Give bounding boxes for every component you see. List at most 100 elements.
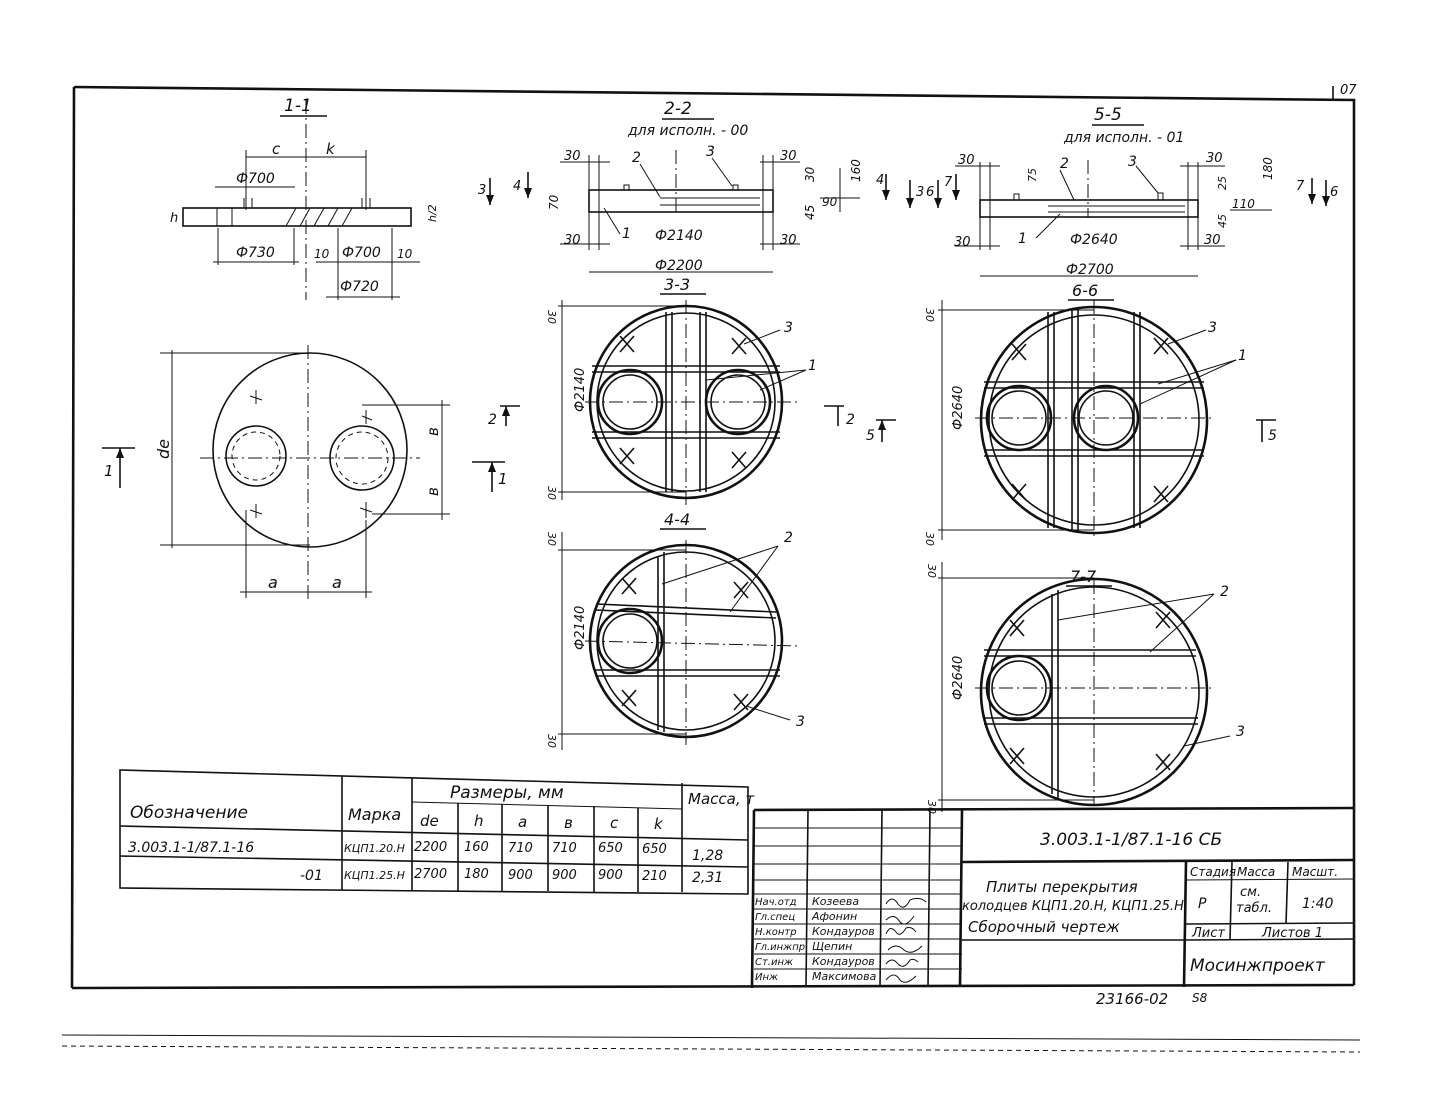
svg-text:для исполн. - 01: для исполн. - 01 — [1063, 130, 1184, 146]
svg-text:2: 2 — [632, 150, 641, 166]
svg-text:30: 30 — [780, 149, 797, 164]
svg-text:650: 650 — [642, 842, 667, 857]
svg-text:Масса, т: Масса, т — [688, 790, 755, 808]
trim-line — [61, 1045, 1361, 1053]
svg-text:Ф2640: Ф2640 — [1070, 232, 1118, 248]
svg-text:30: 30 — [545, 310, 558, 324]
plan-view: de в в a a 1 1 — [102, 345, 508, 600]
svg-text:Ф2640: Ф2640 — [951, 386, 966, 430]
svg-text:h/2: h/2 — [426, 204, 439, 222]
svg-text:Щепин: Щепин — [812, 940, 852, 953]
svg-text:3: 3 — [916, 185, 924, 200]
svg-text:Кондауров: Кондауров — [812, 955, 875, 968]
svg-text:30: 30 — [780, 233, 797, 248]
section-1-1: 1-1 c k Ф700 h h/2 Ф730 10 Ф700 — [170, 96, 439, 300]
svg-text:Обозначение: Обозначение — [130, 803, 248, 823]
svg-text:30: 30 — [564, 233, 581, 248]
frame-border — [73, 85, 1356, 985]
svg-text:180: 180 — [1261, 157, 1275, 180]
svg-text:90: 90 — [822, 195, 838, 209]
svg-text:6: 6 — [1330, 185, 1338, 200]
svg-text:180: 180 — [464, 867, 489, 882]
svg-text:160: 160 — [464, 840, 489, 855]
svg-text:Кондауров: Кондауров — [812, 925, 875, 938]
svg-text:3: 3 — [706, 144, 715, 160]
signatures — [885, 897, 927, 983]
svg-text:Лист: Лист — [1191, 926, 1225, 941]
svg-text:30: 30 — [545, 734, 558, 748]
inventory-number: 23166-02 — [1096, 990, 1168, 1008]
svg-text:1: 1 — [1238, 348, 1247, 364]
svg-text:Ф2140: Ф2140 — [655, 228, 703, 244]
svg-text:a: a — [268, 573, 278, 592]
svg-text:2: 2 — [1220, 584, 1229, 600]
svg-text:c: c — [272, 140, 281, 158]
svg-text:30: 30 — [545, 532, 558, 546]
svg-text:650: 650 — [598, 841, 623, 856]
svg-text:900: 900 — [552, 868, 577, 883]
svg-text:Нач.отд: Нач.отд — [755, 897, 797, 908]
svg-text:Плиты перекрытия: Плиты перекрытия — [986, 878, 1138, 896]
svg-text:3.003.1-1/87.1-16 СБ: 3.003.1-1/87.1-16 СБ — [1040, 830, 1222, 850]
svg-text:30: 30 — [1206, 151, 1223, 166]
svg-text:2: 2 — [846, 412, 855, 428]
svg-text:30: 30 — [545, 486, 558, 500]
svg-text:900: 900 — [598, 868, 623, 883]
svg-text:210: 210 — [642, 869, 667, 884]
svg-text:de: de — [154, 439, 173, 459]
svg-text:5: 5 — [1268, 428, 1277, 444]
svg-text:1: 1 — [808, 358, 817, 374]
svg-text:3: 3 — [1236, 724, 1245, 740]
corner-mark: 07 — [1340, 83, 1357, 98]
svg-text:Масса: Масса — [1237, 865, 1275, 879]
svg-text:1: 1 — [622, 226, 631, 242]
svg-text:30: 30 — [925, 800, 938, 814]
svg-text:7: 7 — [944, 175, 953, 190]
svg-text:5: 5 — [866, 428, 875, 444]
svg-text:Ф700: Ф700 — [342, 245, 381, 261]
svg-text:1: 1 — [1018, 231, 1027, 247]
svg-text:30: 30 — [954, 235, 971, 250]
svg-text:Ф700: Ф700 — [236, 171, 275, 187]
svg-text:a: a — [332, 573, 342, 592]
svg-text:6-6: 6-6 — [1072, 281, 1098, 300]
svg-text:Афонин: Афонин — [811, 910, 857, 923]
svg-text:30: 30 — [803, 166, 817, 182]
frame-border — [71, 983, 1355, 990]
svg-text:Р: Р — [1198, 896, 1207, 912]
svg-text:3.003.1-1/87.1-16: 3.003.1-1/87.1-16 — [128, 840, 254, 856]
section-5-5: 5-5 для исполн. - 01 30 30 30 30 75 25 4… — [876, 105, 1338, 278]
svg-text:45: 45 — [803, 205, 817, 220]
svg-text:1:40: 1:40 — [1302, 896, 1334, 912]
svg-text:Мосинжпроект: Мосинжпроект — [1190, 956, 1326, 976]
trim-line — [61, 1034, 1361, 1041]
svg-text:75: 75 — [1026, 168, 1039, 182]
svg-text:для исполн. - 00: для исполн. - 00 — [627, 123, 748, 139]
svg-text:Н.контр: Н.контр — [755, 927, 797, 938]
svg-text:30: 30 — [923, 308, 936, 322]
svg-text:3: 3 — [1128, 154, 1137, 170]
svg-text:710: 710 — [552, 841, 577, 856]
svg-text:Размеры, мм: Размеры, мм — [450, 783, 564, 803]
svg-text:4: 4 — [876, 173, 884, 188]
svg-text:6: 6 — [926, 185, 934, 200]
svg-text:70: 70 — [547, 194, 561, 210]
svg-text:160: 160 — [849, 159, 863, 182]
svg-text:110: 110 — [1232, 197, 1255, 211]
svg-text:Инж: Инж — [755, 972, 778, 983]
svg-text:3: 3 — [784, 320, 793, 336]
section-7-7: 7-7 2 3 30 Ф2640 30 — [925, 562, 1245, 814]
frame-border — [70, 86, 76, 989]
svg-text:Ф2140: Ф2140 — [573, 606, 588, 650]
svg-text:в: в — [424, 427, 442, 436]
svg-text:Максимова: Максимова — [812, 970, 877, 983]
svg-text:7: 7 — [1296, 179, 1305, 194]
inventory-mark: S8 — [1192, 991, 1208, 1005]
svg-text:Козеева: Козеева — [812, 895, 859, 908]
svg-text:Листов 1: Листов 1 — [1261, 926, 1323, 941]
svg-text:10: 10 — [314, 247, 330, 261]
svg-text:КЦП1.20.Н: КЦП1.20.Н — [344, 842, 405, 855]
svg-text:в: в — [564, 814, 573, 832]
svg-text:2200: 2200 — [414, 840, 447, 855]
svg-text:h: h — [170, 211, 178, 226]
